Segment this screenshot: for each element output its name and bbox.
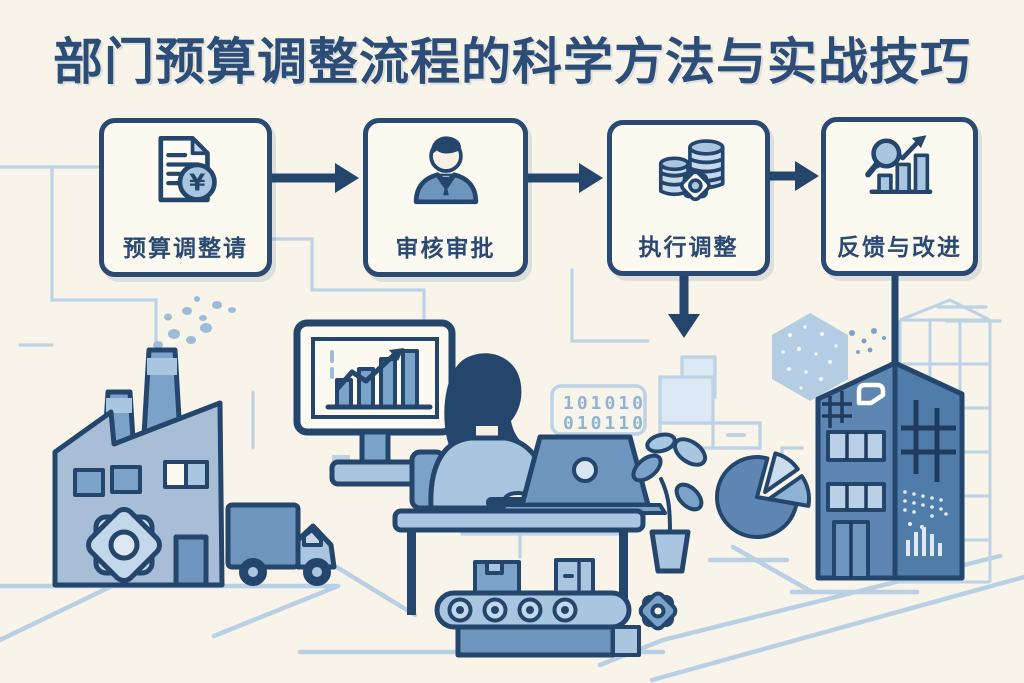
step-2-label: 审核审批 bbox=[395, 235, 496, 261]
building-dot-grid bbox=[903, 490, 948, 529]
building-hash-left bbox=[822, 391, 852, 428]
plant-illustration bbox=[631, 432, 708, 574]
arrow-step3-down bbox=[668, 267, 700, 338]
laptop-logo bbox=[572, 457, 598, 483]
page-title: 部门预算调整流程的科学方法与实战技巧 bbox=[53, 34, 971, 90]
chart-magnifier-icon bbox=[859, 128, 941, 215]
arrow-step2-step3 bbox=[520, 163, 603, 193]
flow-step-1: ¥ 预算调整请 bbox=[99, 118, 272, 277]
flow-step-4: 反馈与改进 bbox=[821, 117, 978, 276]
factory-gear-icon bbox=[86, 507, 162, 583]
yuan-symbol: ¥ bbox=[189, 169, 205, 197]
hair bbox=[444, 353, 522, 451]
flow-step-2: 审核审批 bbox=[363, 118, 528, 277]
factory-door bbox=[173, 534, 209, 588]
shelf-outlines bbox=[658, 355, 762, 450]
desk-illustration bbox=[392, 508, 646, 615]
building-hash-right bbox=[901, 400, 956, 482]
smoke-dots bbox=[153, 296, 236, 349]
arrow-step1-step2 bbox=[264, 163, 359, 193]
hexagon-decoration bbox=[772, 313, 886, 401]
monitor-chart-illustration bbox=[293, 319, 456, 487]
flow-step-3: 执行调整 bbox=[607, 120, 770, 276]
binary-line-2: 010110 bbox=[563, 413, 646, 434]
factory-illustration bbox=[52, 347, 225, 588]
factory-windows bbox=[73, 460, 209, 497]
pie-chart-illustration bbox=[715, 451, 811, 540]
step-1-label: 预算调整请 bbox=[123, 235, 248, 261]
plant-pot bbox=[649, 529, 691, 574]
approver-person-icon bbox=[404, 129, 488, 218]
truck-illustration bbox=[225, 502, 337, 586]
conveyor-rollers bbox=[447, 597, 578, 623]
flow-arrows bbox=[264, 161, 899, 366]
dot-cluster bbox=[849, 328, 886, 354]
monitor-bar-chart bbox=[325, 348, 433, 410]
arrow-step3-step4 bbox=[762, 161, 819, 191]
coins-gear-icon bbox=[648, 131, 730, 218]
office-building-illustration bbox=[815, 360, 965, 581]
building-windows-left bbox=[826, 430, 886, 580]
document-yuan-icon: ¥ bbox=[144, 129, 228, 218]
step-4-label: 反馈与改进 bbox=[837, 234, 962, 260]
binary-line-1: 101010 bbox=[563, 393, 646, 414]
connector-step4-building bbox=[891, 267, 899, 366]
building-logo bbox=[856, 382, 886, 406]
building-mini-bars bbox=[906, 527, 942, 556]
conveyor-gear-icon bbox=[638, 591, 678, 631]
conveyor-box-2 bbox=[554, 558, 595, 595]
step-3-label: 执行调整 bbox=[638, 234, 739, 260]
conveyor-belt-illustration bbox=[434, 558, 678, 658]
binary-code-panel: 101010 010110 bbox=[550, 384, 647, 436]
